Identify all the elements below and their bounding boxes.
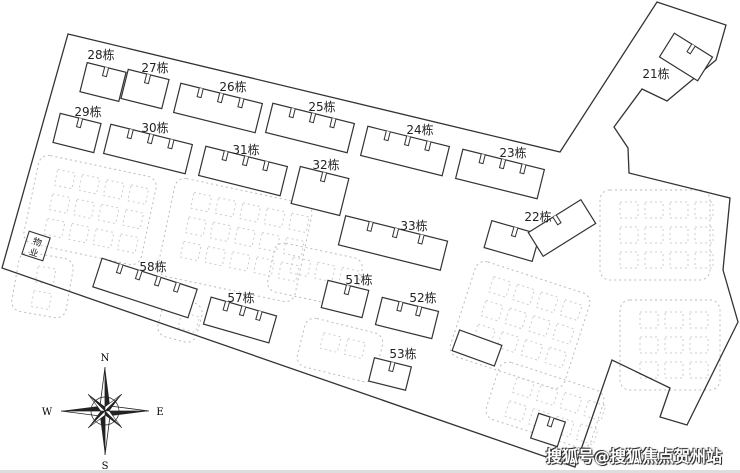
building-label-51: 51栋 — [345, 272, 372, 287]
building-label-27: 27栋 — [141, 60, 168, 75]
parking-lot — [11, 251, 74, 319]
unlabeled-building — [451, 329, 503, 367]
building-label-25: 25栋 — [308, 99, 335, 114]
parking-lot — [619, 299, 721, 391]
watermark: 搜狐号@搜狐焦点贺州站 — [545, 447, 722, 466]
building-label-57: 57栋 — [227, 290, 254, 305]
building-label-53: 53栋 — [389, 346, 416, 361]
building-label-23: 23栋 — [499, 145, 526, 160]
property-office-label-1: 物 — [31, 235, 43, 249]
parking-lot — [599, 189, 714, 281]
building-24 — [359, 125, 451, 177]
bottom-bar — [0, 470, 740, 473]
building-22-b — [527, 198, 597, 258]
building-25 — [264, 102, 356, 154]
building-26 — [172, 82, 264, 134]
building-51 — [320, 279, 370, 319]
building-label-30: 30栋 — [141, 120, 168, 135]
building-label-29: 29栋 — [74, 104, 101, 119]
building-label-33: 33栋 — [400, 218, 427, 233]
building-label-24: 24栋 — [406, 122, 433, 137]
parking-lot — [23, 154, 157, 266]
building-57 — [202, 296, 278, 344]
parking-lot — [449, 261, 591, 389]
compass-w: W — [42, 407, 53, 418]
building-32 — [290, 165, 350, 217]
building-22-a — [483, 219, 541, 263]
building-58 — [92, 257, 198, 319]
building-label-52: 52栋 — [409, 290, 436, 305]
parking-lot — [267, 242, 363, 308]
building-label-26: 26栋 — [219, 79, 246, 94]
compass-star-icon — [60, 366, 150, 456]
building-27 — [120, 68, 170, 110]
compass-e: E — [156, 407, 163, 418]
building-label-21: 21栋 — [642, 66, 669, 81]
building-53 — [367, 357, 413, 391]
building-21 — [658, 32, 714, 82]
building-label-32: 32栋 — [312, 157, 339, 172]
building-23 — [454, 148, 546, 200]
parking-areas — [11, 154, 721, 449]
building-label-22: 22栋 — [524, 209, 551, 224]
compass-n: N — [101, 353, 110, 364]
building-31 — [197, 145, 289, 197]
compass-s: S — [102, 461, 109, 472]
unlabeled-building-south — [529, 412, 567, 448]
building-52 — [374, 296, 440, 340]
building-label-31: 31栋 — [232, 142, 259, 157]
parking-lot — [157, 177, 313, 303]
building-30 — [102, 123, 194, 175]
building-29 — [52, 112, 102, 154]
property-office-label-2: 业 — [28, 247, 40, 260]
compass-rose: N S E W — [42, 353, 164, 472]
building-28 — [79, 61, 127, 103]
building-33 — [337, 215, 449, 271]
building-label-58: 58栋 — [139, 259, 166, 274]
property-office: 物 业 — [21, 230, 51, 262]
building-label-28: 28栋 — [87, 47, 114, 62]
